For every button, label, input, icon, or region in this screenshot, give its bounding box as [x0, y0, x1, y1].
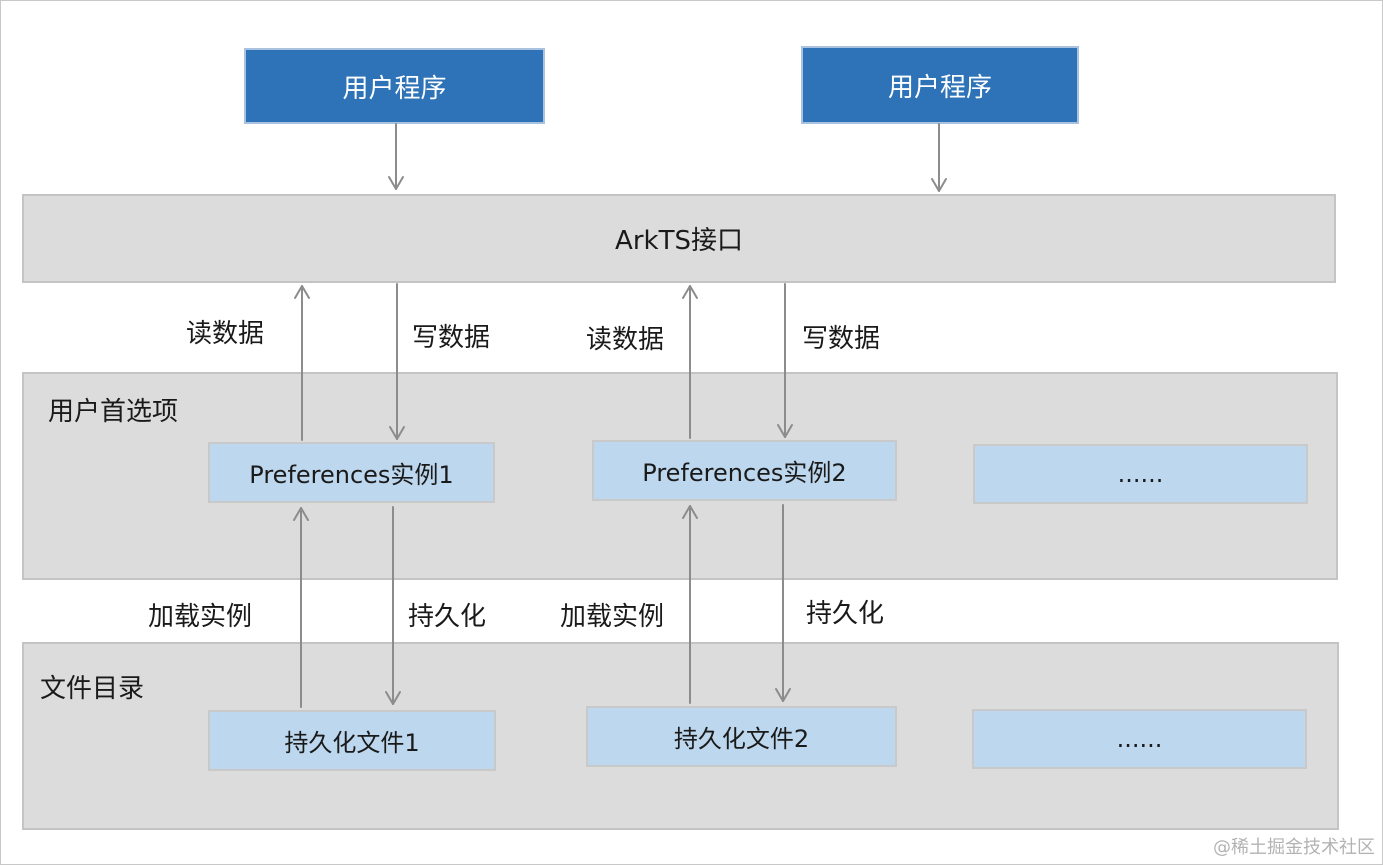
arkts-interface-label: ArkTS接口: [615, 226, 743, 256]
arkts-interface-box: ArkTS接口: [22, 194, 1336, 283]
persistent-file-more: ......: [972, 709, 1307, 769]
arrow-load-instance-1: [293, 507, 309, 708]
arrow-write-data-1: [389, 283, 405, 440]
preferences-layer-label: 用户首选项: [48, 397, 179, 427]
load-instance-label-1: 加载实例: [148, 602, 253, 632]
preferences-instance-1-label: Preferences实例1: [249, 461, 454, 489]
persistent-file-more-label: ......: [1116, 725, 1163, 753]
persist-label-2: 持久化: [806, 599, 885, 629]
preferences-instance-more-label: ......: [1117, 460, 1164, 488]
user-program-box-2: 用户程序: [801, 46, 1079, 124]
read-data-label-2: 读数据: [586, 325, 665, 355]
arrow-app2-to-arkts: [931, 123, 947, 192]
read-data-label-1: 读数据: [186, 319, 265, 349]
preferences-instance-2: Preferences实例2: [592, 440, 897, 501]
arrow-read-data-2: [682, 285, 698, 439]
file-directory-layer-label: 文件目录: [40, 674, 145, 704]
user-program-box-1: 用户程序: [244, 48, 545, 124]
user-program-label-2: 用户程序: [887, 72, 992, 103]
preferences-instance-1: Preferences实例1: [208, 442, 495, 503]
arrow-persist-2: [775, 504, 791, 702]
preferences-instance-more: ......: [973, 444, 1308, 504]
persistent-file-2: 持久化文件2: [586, 706, 897, 767]
persistent-file-2-label: 持久化文件2: [673, 725, 810, 753]
watermark-text: @稀土掘金技术社区: [1213, 837, 1375, 858]
arrow-persist-1: [385, 506, 401, 705]
arrow-load-instance-2: [682, 505, 698, 704]
persistent-file-1-label: 持久化文件1: [284, 729, 420, 757]
persistent-file-1: 持久化文件1: [208, 710, 496, 771]
write-data-label-1: 写数据: [412, 323, 491, 353]
arrow-app1-to-arkts: [388, 123, 404, 190]
arrow-read-data-1: [294, 285, 310, 441]
user-program-label-1: 用户程序: [342, 73, 447, 104]
persist-label-1: 持久化: [408, 602, 487, 632]
preferences-instance-2-label: Preferences实例2: [642, 459, 847, 487]
load-instance-label-2: 加载实例: [560, 602, 665, 632]
arrow-write-data-2: [777, 283, 793, 438]
write-data-label-2: 写数据: [802, 324, 881, 354]
